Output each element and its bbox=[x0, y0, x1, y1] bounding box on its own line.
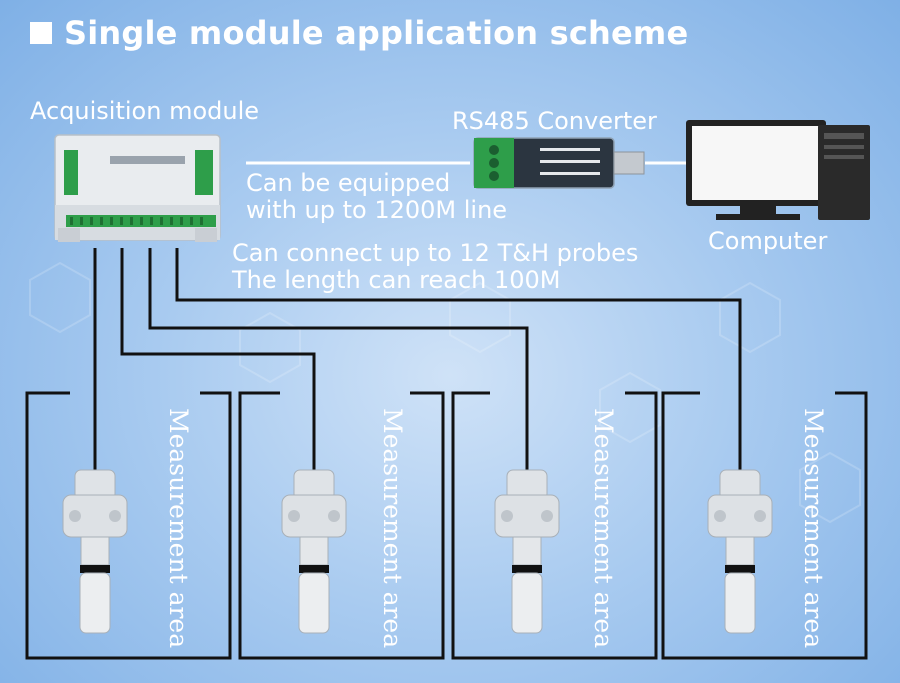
probe-1 bbox=[62, 469, 128, 634]
probe-wires bbox=[93, 248, 742, 470]
measurement-area-frames bbox=[25, 391, 868, 660]
probe-note-1: Can connect up to 12 T&H probes bbox=[232, 239, 639, 267]
measurement-area-label-2: Measurement area bbox=[378, 408, 407, 649]
computer-label: Computer bbox=[708, 227, 828, 255]
probe-3 bbox=[494, 469, 560, 634]
rs485-converter-label: RS485 Converter bbox=[452, 107, 657, 135]
measurement-area-label-4: Measurement area bbox=[799, 408, 828, 649]
acquisition-module-label: Acquisition module bbox=[30, 97, 260, 125]
probe-4 bbox=[707, 469, 773, 634]
probe-note-2: The length can reach 100M bbox=[232, 266, 561, 294]
probe-2 bbox=[281, 469, 347, 634]
computer-device bbox=[686, 120, 870, 220]
page-title-text: Single module application scheme bbox=[64, 14, 689, 52]
rs485-converter-device bbox=[473, 137, 645, 189]
page-title: Single module application scheme bbox=[30, 14, 688, 52]
measurement-area-label-3: Measurement area bbox=[589, 408, 618, 649]
line-note-2: with up to 1200M line bbox=[246, 196, 508, 224]
probes bbox=[62, 469, 773, 634]
measurement-area-label-1: Measurement area bbox=[164, 408, 193, 649]
acquisition-module-device bbox=[54, 134, 221, 242]
hexagon-decorations bbox=[29, 261, 861, 524]
title-bullet-icon bbox=[30, 22, 52, 44]
line-note-1: Can be equipped bbox=[246, 169, 451, 197]
